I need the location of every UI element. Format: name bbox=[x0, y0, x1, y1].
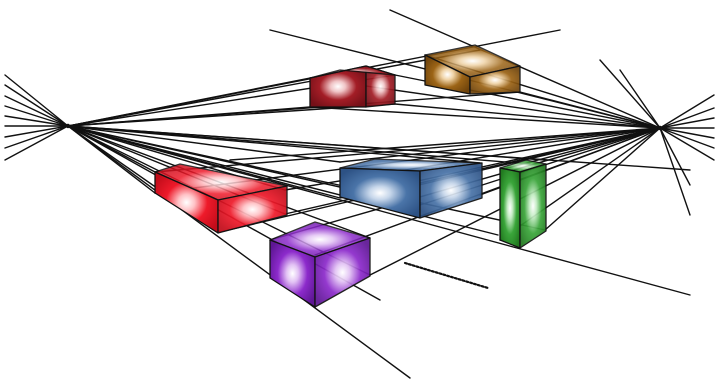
box-red bbox=[154, 163, 288, 234]
right-vanishing-point bbox=[657, 125, 663, 131]
box-red-side-face bbox=[217, 185, 288, 234]
perspective-line bbox=[4, 125, 69, 138]
perspective-line bbox=[4, 115, 69, 127]
perspective-line bbox=[4, 125, 69, 161]
box-blue bbox=[339, 158, 483, 219]
perspective-line bbox=[389, 9, 661, 129]
perspective-line bbox=[4, 95, 69, 127]
perspective-line bbox=[67, 125, 546, 231]
perspective-line bbox=[4, 105, 69, 127]
perspective-line bbox=[67, 125, 691, 296]
perspective-line bbox=[67, 125, 499, 236]
perspective-line bbox=[67, 125, 531, 165]
perspective-line bbox=[659, 117, 715, 129]
perspective-line bbox=[659, 127, 715, 149]
perspective-line bbox=[519, 91, 661, 129]
perspective-line bbox=[659, 127, 691, 186]
perspective-line bbox=[4, 84, 69, 127]
dotted-guide-line bbox=[403, 261, 490, 290]
perspective-line bbox=[599, 59, 661, 129]
perspective-line bbox=[67, 125, 411, 379]
perspective-line bbox=[544, 127, 661, 231]
box-maroon bbox=[309, 65, 396, 108]
perspective-line bbox=[659, 107, 715, 129]
perspective-line bbox=[4, 74, 69, 127]
perspective-line bbox=[154, 127, 661, 173]
box-brown-side-face bbox=[469, 65, 521, 95]
box-purple-side-face bbox=[314, 237, 371, 308]
perspective-line bbox=[67, 125, 341, 163]
perspective-line bbox=[67, 49, 481, 127]
dotted-line bbox=[403, 261, 490, 290]
perspective-line bbox=[394, 103, 661, 129]
box-green bbox=[499, 159, 547, 249]
box-purple bbox=[269, 221, 371, 308]
perspective-line bbox=[659, 127, 715, 139]
perspective-line bbox=[659, 127, 691, 216]
perspective-line bbox=[339, 127, 661, 163]
perspective-line bbox=[229, 127, 661, 161]
box-green-front-face bbox=[499, 167, 521, 249]
perspective-line bbox=[4, 125, 69, 149]
perspective-line bbox=[619, 69, 661, 129]
boxes bbox=[154, 44, 547, 308]
perspective-line bbox=[659, 94, 715, 129]
box-brown bbox=[424, 44, 521, 95]
left-vanishing-point bbox=[65, 123, 71, 129]
box-maroon-top-face bbox=[309, 65, 396, 79]
perspective-line bbox=[309, 106, 661, 129]
box-blue-side-face bbox=[419, 162, 483, 219]
perspective-line bbox=[67, 125, 691, 171]
box-green-side-face bbox=[519, 163, 547, 249]
perspective-line bbox=[659, 127, 715, 161]
